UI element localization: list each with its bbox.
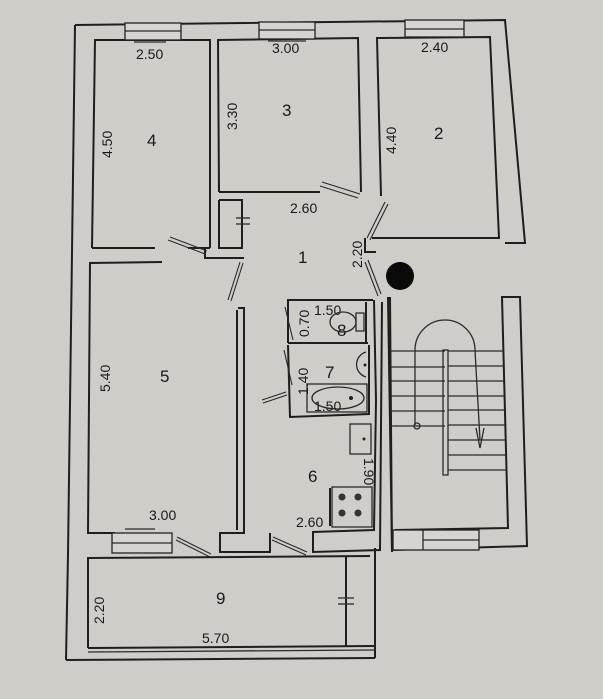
kitchen-sink-icon	[349, 423, 372, 455]
room-5: 5 3.00 5.40	[86, 261, 271, 554]
dim-room-1-length: 2.20	[349, 241, 365, 268]
room-4: 4 2.50 4.50	[91, 22, 211, 249]
dim-room-8-width: 1.50	[314, 302, 341, 318]
dim-room-3-width: 3.00	[272, 40, 299, 56]
room-label-1: 1	[298, 248, 307, 267]
doors	[167, 181, 389, 558]
sink-icon	[355, 351, 367, 378]
room-9: 9 5.70 2.20	[87, 555, 376, 653]
dim-room-6-width: 2.60	[296, 514, 323, 530]
room-label-2: 2	[434, 124, 443, 143]
dim-room-8-length: 0.70	[296, 310, 312, 337]
room-label-7: 7	[325, 363, 334, 382]
room-label-3: 3	[282, 101, 291, 120]
dim-room-2-width: 2.40	[421, 39, 448, 55]
room-2: 2 2.40 4.40	[372, 19, 501, 239]
dim-room-7-length: 1.40	[295, 368, 311, 395]
dim-room-5-width: 3.00	[149, 507, 176, 523]
room-3: 3 3.00 3.30	[216, 21, 362, 193]
room-label-4: 4	[147, 131, 156, 150]
stove-icon	[331, 486, 373, 528]
dim-room-5-length: 5.40	[97, 365, 113, 392]
staircase	[387, 296, 529, 552]
dim-room-4-length: 4.50	[99, 131, 115, 158]
dim-room-2-length: 4.40	[383, 127, 399, 154]
dim-room-7-width: 1.50	[314, 398, 341, 414]
dim-room-4-width: 2.50	[136, 46, 163, 62]
room-label-6: 6	[308, 467, 317, 486]
marker-dot	[386, 262, 414, 290]
dim-room-9-length: 2.20	[91, 597, 107, 624]
room-label-8: 8	[337, 321, 346, 340]
dim-room-3-length: 3.30	[224, 103, 240, 130]
room-1: 1 2.60 2.20	[204, 199, 414, 290]
dim-room-1-width: 2.60	[290, 200, 317, 216]
dim-room-6-length: 1.90	[361, 458, 377, 485]
room-8: 1.50 0.70 8	[284, 299, 373, 344]
room-7: 7 1.40 1.50	[283, 344, 370, 419]
room-label-9: 9	[216, 589, 225, 608]
room-label-5: 5	[160, 367, 169, 386]
dim-room-9-width: 5.70	[202, 630, 229, 646]
bathtub-icon	[306, 383, 368, 413]
